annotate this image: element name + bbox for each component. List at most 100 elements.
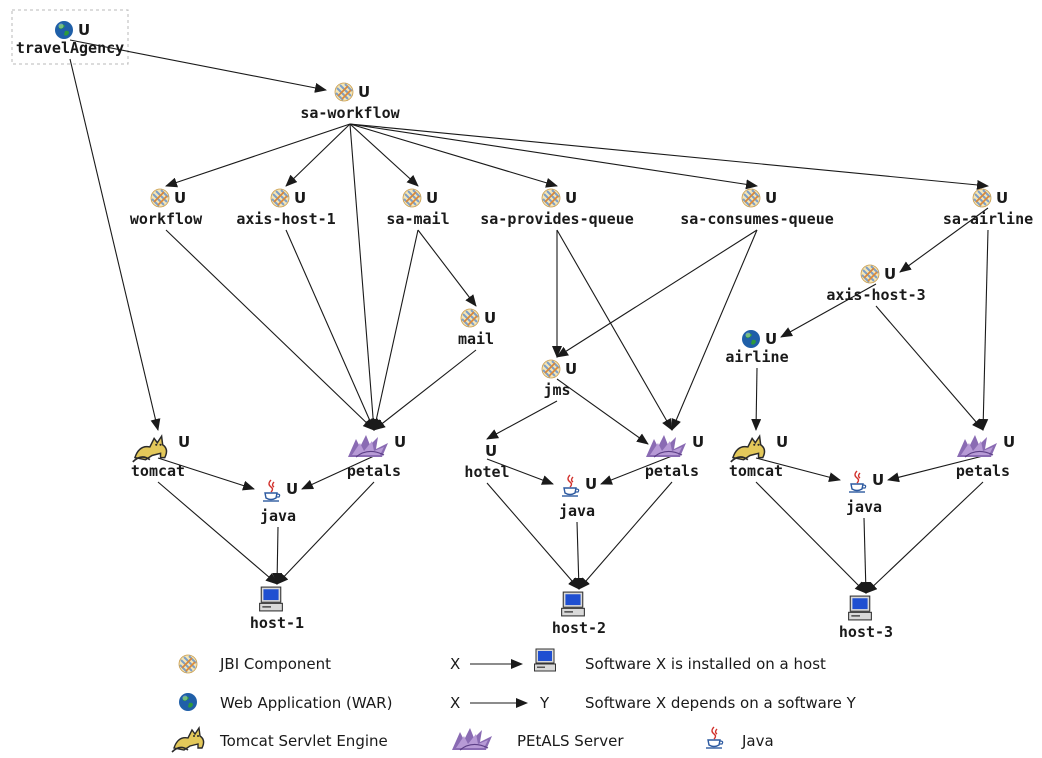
node-label: sa-airline bbox=[943, 210, 1033, 228]
node-status: U bbox=[286, 480, 298, 498]
node-status: U bbox=[692, 433, 704, 451]
node-status: U bbox=[765, 189, 777, 207]
edge-travelagency-to-tomcat1 bbox=[69, 58, 161, 431]
edge-java3-to-host-3 bbox=[860, 517, 871, 594]
node-label: java bbox=[846, 498, 882, 516]
edge-sa-airline-to-axis-host-3 bbox=[899, 207, 989, 273]
legend-petals-label: PEtALS Server bbox=[517, 732, 624, 750]
edge-petals1-to-host-1 bbox=[276, 481, 375, 585]
node-label: java bbox=[260, 507, 296, 525]
node-label: petals bbox=[347, 462, 401, 480]
node-status: U bbox=[1003, 433, 1015, 451]
java-icon bbox=[561, 474, 580, 497]
legend-tomcat-label: Tomcat Servlet Engine bbox=[219, 732, 388, 750]
node-status: U bbox=[78, 21, 90, 39]
legend-dep-text: Software X depends on a software Y bbox=[585, 694, 857, 712]
node-host-1[interactable]: host-1 bbox=[250, 586, 304, 632]
node-host-2[interactable]: host-2 bbox=[552, 591, 606, 637]
edge-hotel-to-java2 bbox=[486, 458, 554, 485]
edge-tomcat3-to-java3 bbox=[755, 457, 841, 483]
edge-sa-workflow-to-sa-consumes-queue bbox=[349, 123, 758, 190]
node-status: U bbox=[394, 433, 406, 451]
jbi-component-icon bbox=[541, 359, 561, 379]
node-sa-consumes-queue[interactable]: Usa-consumes-queue bbox=[680, 188, 834, 228]
edge-tomcat3-to-host-3 bbox=[755, 481, 867, 594]
java-icon bbox=[705, 726, 724, 749]
edge-java1-to-host-1 bbox=[272, 526, 283, 585]
node-sa-workflow[interactable]: Usa-workflow bbox=[300, 82, 401, 122]
node-status: U bbox=[485, 442, 497, 460]
node-status: U bbox=[358, 83, 370, 101]
node-status: U bbox=[484, 309, 496, 327]
node-label: tomcat bbox=[131, 462, 185, 480]
node-status: U bbox=[178, 433, 190, 451]
edge-tomcat1-to-host-1 bbox=[157, 481, 278, 585]
jbi-component-icon bbox=[741, 188, 761, 208]
edge-sa-airline-to-petals3 bbox=[978, 229, 989, 431]
edge-petals3-to-host-3 bbox=[865, 481, 984, 594]
host-icon bbox=[259, 586, 283, 612]
edge-java2-to-host-2 bbox=[573, 521, 584, 590]
web-application-icon bbox=[55, 21, 73, 39]
node-sa-provides-queue[interactable]: Usa-provides-queue bbox=[480, 188, 634, 228]
java-icon bbox=[262, 479, 281, 502]
node-sa-airline[interactable]: Usa-airline bbox=[943, 188, 1033, 228]
edge-petals3-to-java3 bbox=[887, 455, 984, 483]
node-label: travelAgency bbox=[16, 39, 124, 57]
node-label: host-2 bbox=[552, 619, 606, 637]
node-status: U bbox=[294, 189, 306, 207]
jbi-component-icon bbox=[460, 308, 480, 328]
jbi-component-icon bbox=[178, 654, 198, 674]
edge-sa-workflow-to-sa-mail bbox=[349, 123, 419, 187]
jbi-component-icon bbox=[334, 82, 354, 102]
node-status: U bbox=[565, 189, 577, 207]
node-status: U bbox=[996, 189, 1008, 207]
node-status: U bbox=[872, 471, 884, 489]
node-host-3[interactable]: host-3 bbox=[839, 595, 893, 641]
node-label: workflow bbox=[130, 210, 203, 228]
edge-axis-host-3-to-airline bbox=[780, 283, 877, 338]
tomcat-icon bbox=[729, 435, 766, 463]
host-icon bbox=[534, 648, 556, 672]
edge-hotel-to-host-2 bbox=[486, 482, 580, 590]
edge-jms-to-petals2 bbox=[556, 378, 649, 445]
node-sa-mail[interactable]: Usa-mail bbox=[386, 188, 450, 228]
edge-axis-host-1-to-petals1 bbox=[285, 229, 375, 431]
legend-host-x: X bbox=[450, 655, 460, 673]
jbi-component-icon bbox=[402, 188, 422, 208]
edge-sa-mail-to-petals1 bbox=[371, 229, 419, 431]
node-label: host-1 bbox=[250, 614, 304, 632]
node-label: sa-provides-queue bbox=[480, 210, 634, 228]
node-label: petals bbox=[956, 462, 1010, 480]
edge-petals2-to-host-2 bbox=[578, 481, 673, 590]
selection-box bbox=[11, 9, 129, 65]
node-label: airline bbox=[725, 348, 788, 366]
tomcat-icon bbox=[131, 435, 168, 463]
edge-sa-workflow-to-workflow bbox=[165, 123, 351, 188]
petals-server-icon bbox=[956, 434, 998, 458]
node-label: axis-host-3 bbox=[826, 286, 925, 304]
jbi-component-icon bbox=[860, 264, 880, 284]
legend-java-label: Java bbox=[741, 732, 774, 750]
node-label: hotel bbox=[464, 463, 509, 481]
edge-sa-consumes-queue-to-jms bbox=[556, 229, 758, 358]
jbi-component-icon bbox=[541, 188, 561, 208]
node-status: U bbox=[765, 330, 777, 348]
